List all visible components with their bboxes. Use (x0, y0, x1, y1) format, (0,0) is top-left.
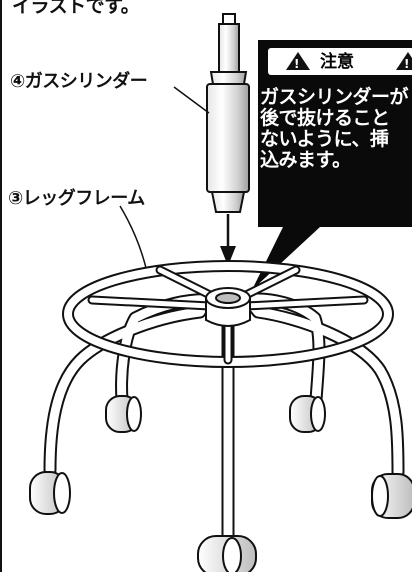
gas-cylinder-label: ④ガスシリンダー (10, 71, 148, 92)
caster-back-left (105, 395, 142, 433)
top-caption: イラストです。 (12, 0, 140, 17)
warning-line-3: ないように、挿 (260, 128, 389, 150)
center-hub (205, 287, 251, 327)
caster-back-right (289, 395, 326, 433)
casters (29, 395, 412, 572)
warning-line-1: ガスシリンダーが (260, 86, 409, 108)
caster-front (197, 535, 257, 572)
warning-triangle-icon-right (396, 52, 412, 70)
warning-triangle-icon (286, 52, 310, 70)
cylinder-leader-line (173, 86, 210, 114)
leg-frame-label: ③レッグフレーム (8, 188, 145, 209)
caster-right (371, 473, 412, 519)
warning-title: 注意 (320, 52, 354, 72)
warning-line-4: 込みます。 (260, 149, 351, 171)
caster-left (29, 471, 71, 515)
down-arrow-icon (220, 214, 236, 266)
legs-inner (45, 294, 403, 545)
warning-text: ガスシリンダーが 後で抜けること ないように、挿 込みます。 (260, 87, 412, 171)
warning-line-2: 後で抜けること (260, 107, 390, 129)
gas-cylinder (206, 13, 250, 213)
ring-spokes-inner (89, 267, 367, 363)
warning-icon-left-glyph: ! (294, 57, 300, 71)
frame-leader-line (119, 205, 147, 269)
warning-icon-right-glyph: ! (404, 57, 410, 71)
